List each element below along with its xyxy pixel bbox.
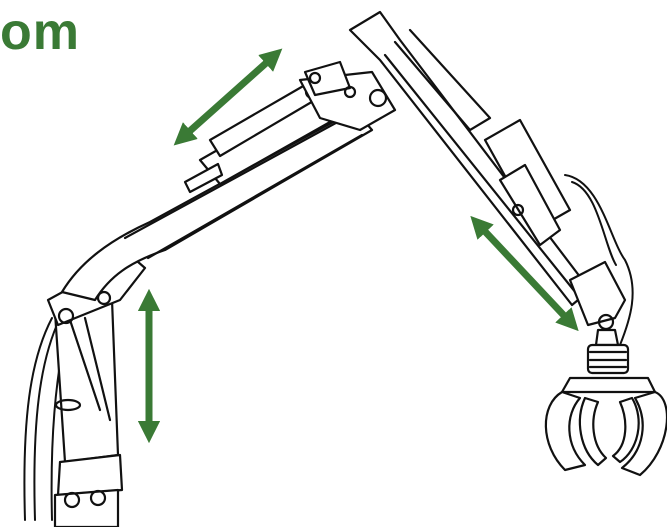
knuckle-joint — [298, 60, 397, 132]
boom-cylinder-arrow — [173, 48, 283, 146]
main-boom — [60, 94, 374, 302]
boom-tip — [568, 260, 627, 331]
page-title: om — [0, 3, 80, 61]
crane-column — [53, 298, 124, 527]
grapple — [544, 376, 667, 477]
telescopic-extension-arrow — [470, 215, 579, 332]
rotator — [586, 328, 630, 375]
outer-boom — [348, 10, 592, 307]
motion-arrows — [137, 48, 579, 444]
